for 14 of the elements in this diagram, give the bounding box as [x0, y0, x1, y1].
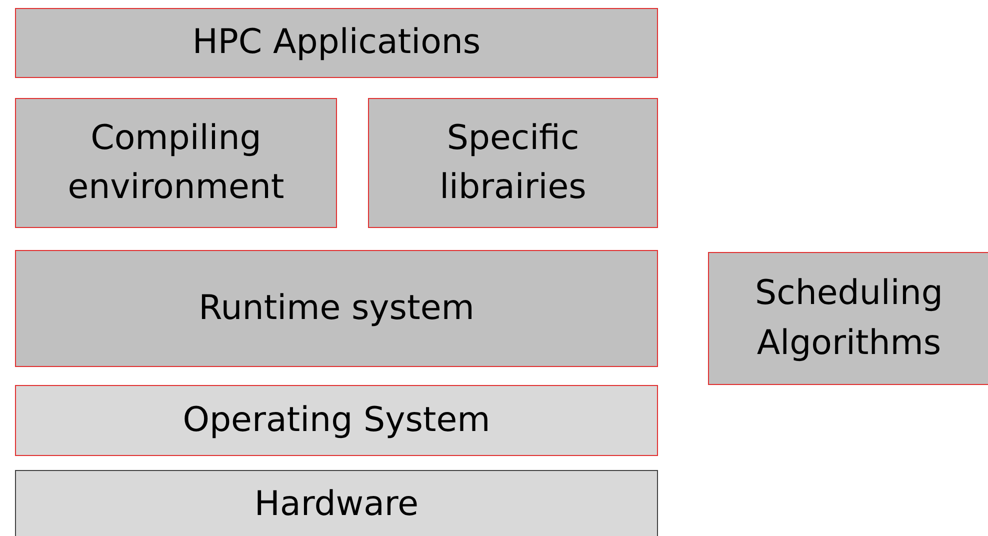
layer-box — [708, 252, 988, 385]
layer-label: Scheduling Algorithms — [754, 272, 944, 364]
layer-box — [15, 385, 658, 456]
layer-box — [15, 8, 658, 78]
layer-label: Operating System — [182, 398, 490, 442]
layer-box — [368, 98, 658, 228]
layer-box — [15, 250, 658, 367]
layer-box — [15, 470, 658, 536]
layer-label: Specific librairies — [438, 116, 588, 209]
layer-label: Hardware — [254, 483, 419, 526]
layer-label: HPC Applications — [192, 21, 481, 64]
layer-label: Compiling environment — [66, 116, 286, 209]
layer-label: Runtime system — [198, 286, 474, 330]
layer-box — [15, 98, 337, 228]
